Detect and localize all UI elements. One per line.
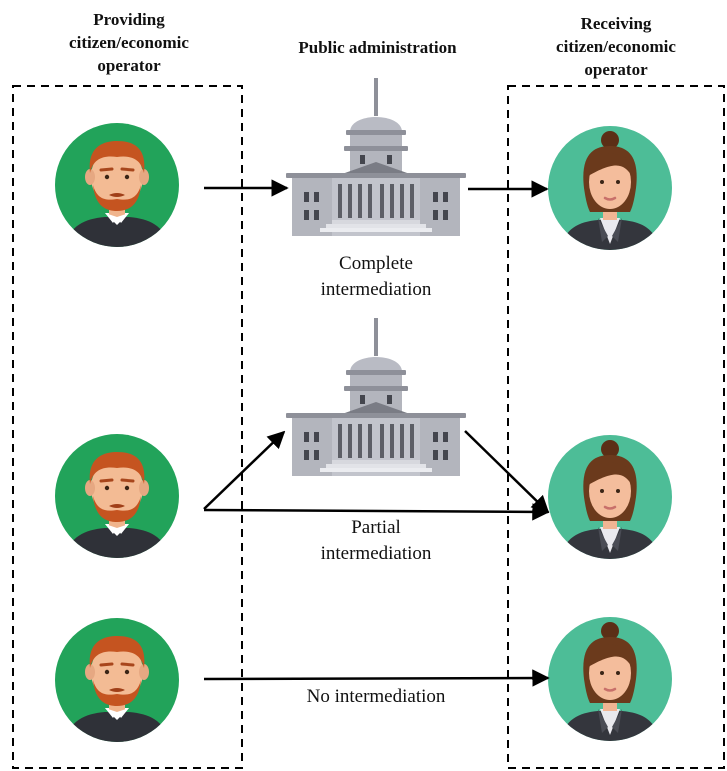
complete-intermediation-label: Complete intermediation	[320, 253, 432, 300]
receiver-avatar-2	[548, 435, 672, 567]
public-administration-building-2	[286, 318, 466, 476]
no-intermediation-label: No intermediation	[256, 684, 496, 710]
public-administration-building-1	[286, 78, 466, 236]
receiver-avatar-1	[548, 126, 672, 258]
provider-avatar-3	[55, 618, 179, 750]
arrow-administration-to-receiver-partial	[464, 430, 550, 514]
receiver-avatar-3	[548, 617, 672, 749]
arrow-provider-to-administration-partial	[203, 430, 286, 510]
arrow-provider-to-receiver-partial	[203, 503, 550, 521]
provider-avatar-1	[55, 123, 179, 255]
partial-intermediation-label: Partial intermediation	[320, 517, 432, 564]
providing-group-box	[12, 85, 243, 769]
public-administration-title: Public administration	[298, 38, 457, 57]
providing-column-title: Providing citizen/economic operator	[69, 10, 189, 75]
provider-avatar-2	[55, 434, 179, 566]
arrow-provider-to-receiver-direct	[203, 669, 550, 687]
receiving-column-title: Receiving citizen/economic operator	[556, 14, 676, 79]
